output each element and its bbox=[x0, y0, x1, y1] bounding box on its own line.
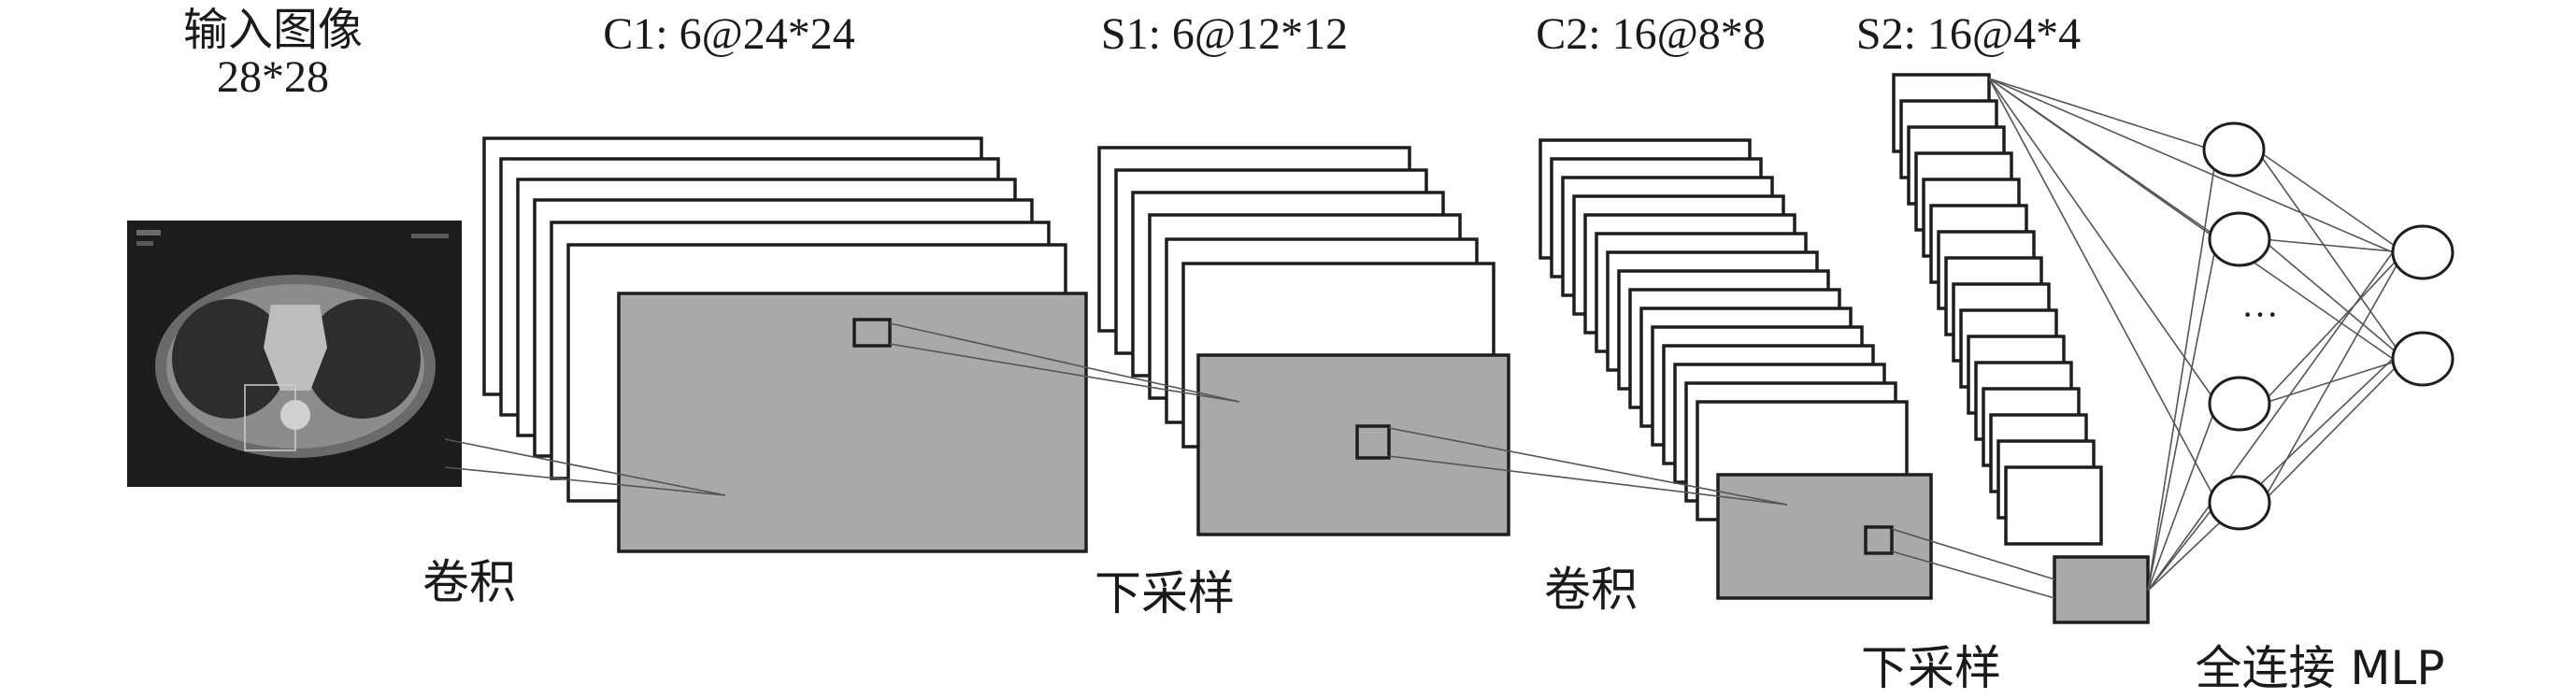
s2-layer-label: S2: 16@4*4 bbox=[1856, 9, 2081, 59]
c2-feature-maps bbox=[1538, 138, 1933, 600]
input-image bbox=[127, 221, 462, 487]
mlp-hidden-node-3 bbox=[2208, 376, 2271, 432]
c1-receptive-field bbox=[852, 318, 892, 348]
mlp-nodes: ··· bbox=[2202, 121, 2454, 531]
mlp-hidden-node-1 bbox=[2202, 121, 2266, 178]
c1-feature-maps bbox=[482, 136, 1088, 553]
c2-receptive-field bbox=[1864, 525, 1894, 555]
s1-feature-maps bbox=[1097, 146, 1510, 536]
c1-layer-label: C1: 6@24*24 bbox=[603, 9, 855, 59]
c2-map-front bbox=[1716, 473, 1933, 600]
mlp-label: 全连接 MLP bbox=[2195, 641, 2444, 695]
s2-feature-maps bbox=[1892, 73, 2150, 624]
mlp-hidden-node-4 bbox=[2208, 475, 2271, 531]
c2-layer-label: C2: 16@8*8 bbox=[1536, 9, 1766, 59]
mlp-output-node-2 bbox=[2391, 331, 2454, 387]
mlp-ellipsis: ··· bbox=[2241, 293, 2279, 335]
conv2-label: 卷积 bbox=[1544, 563, 1638, 617]
s1-layer-label: S1: 6@12*12 bbox=[1101, 9, 1348, 59]
mlp-output-node-1 bbox=[2391, 224, 2454, 280]
conv1-label: 卷积 bbox=[422, 555, 516, 609]
fc-links bbox=[1988, 78, 2405, 592]
c1-map-front bbox=[617, 292, 1088, 553]
s1-map-front bbox=[1196, 353, 1510, 536]
s2-map-front bbox=[2053, 555, 2150, 624]
mlp-hidden-node-2 bbox=[2208, 211, 2271, 267]
s1-receptive-field bbox=[1355, 424, 1391, 460]
s2-map bbox=[2004, 465, 2103, 546]
pool1-label: 下采样 bbox=[1095, 566, 1235, 621]
pool2-label: 下采样 bbox=[1861, 641, 2001, 695]
input-image-title: 输入图像 bbox=[183, 4, 363, 56]
input-image-size: 28*28 bbox=[217, 52, 329, 102]
projection-lines bbox=[444, 322, 2055, 599]
